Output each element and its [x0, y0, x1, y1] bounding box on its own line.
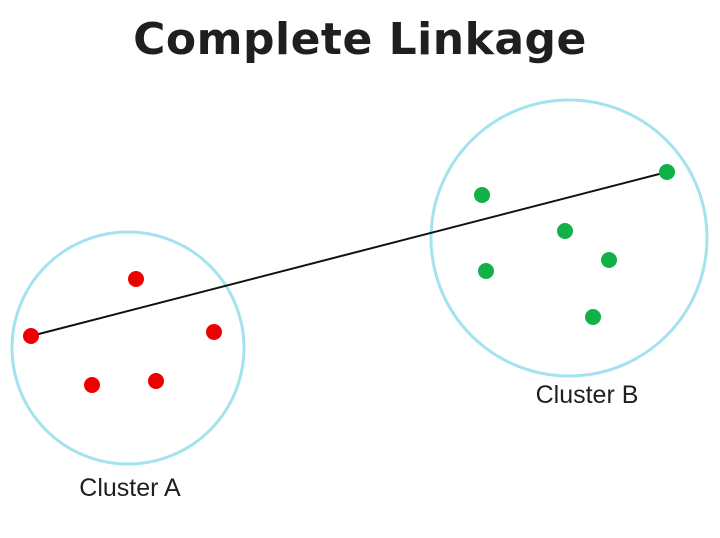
cluster-b-point	[557, 223, 573, 239]
cluster-b-label: Cluster B	[536, 381, 639, 409]
linkage-line	[30, 171, 668, 337]
cluster-a-point	[206, 324, 222, 340]
cluster-b-point	[601, 252, 617, 268]
cluster-a-label: Cluster A	[79, 474, 181, 502]
cluster-a-point	[23, 328, 39, 344]
cluster-b-point	[585, 309, 601, 325]
cluster-a-points	[23, 271, 222, 393]
cluster-b-points	[474, 164, 675, 325]
diagram-title: Complete Linkage	[133, 14, 587, 65]
cluster-b-point	[478, 263, 494, 279]
cluster-b-boundary	[429, 98, 709, 378]
cluster-b-point	[474, 187, 490, 203]
cluster-a-boundary	[10, 230, 246, 466]
cluster-a-point	[84, 377, 100, 393]
cluster-b-point	[659, 164, 675, 180]
cluster-a-point	[148, 373, 164, 389]
cluster-a-point	[128, 271, 144, 287]
